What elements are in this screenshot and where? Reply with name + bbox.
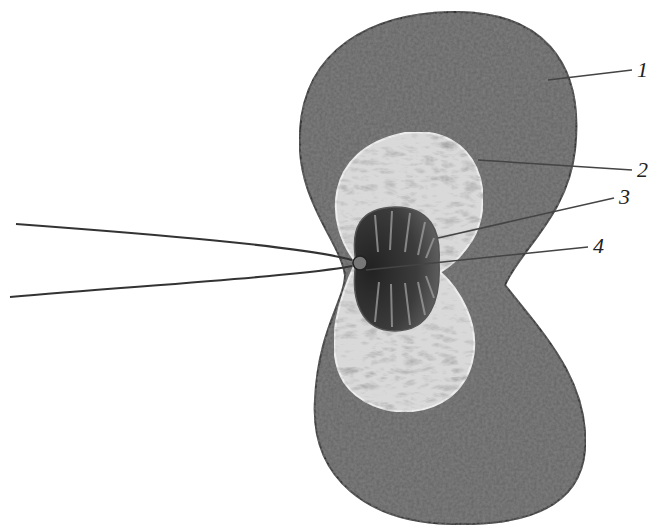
- callout-number: 1: [637, 59, 648, 81]
- callout-number: 4: [593, 235, 604, 257]
- callout-number: 3: [619, 186, 630, 208]
- weld-point: [353, 256, 367, 270]
- middle-zone: [334, 132, 482, 411]
- callout-number: 2: [637, 159, 648, 181]
- electrode-wires: [10, 224, 352, 297]
- core-streaks: [375, 211, 434, 327]
- core-zone: [354, 207, 439, 331]
- leader-lines: [366, 70, 632, 270]
